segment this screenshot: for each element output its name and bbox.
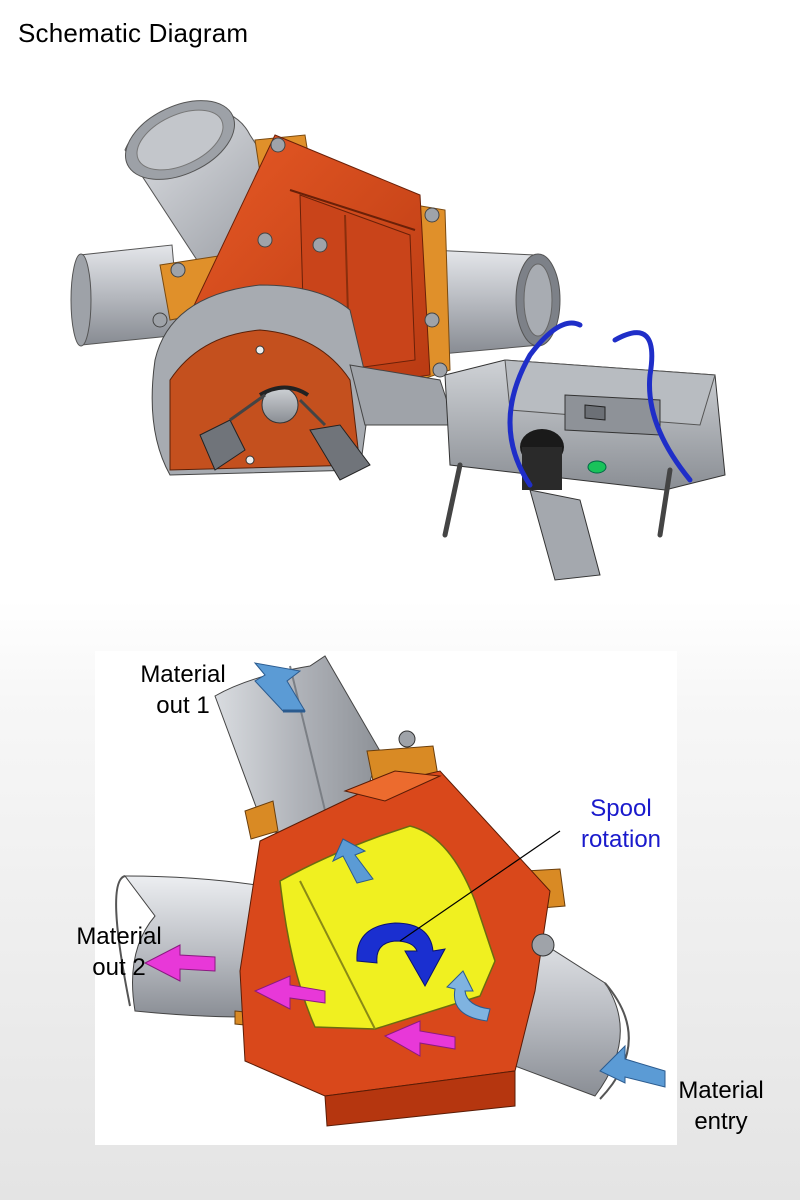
spool-rotation-pointer bbox=[399, 830, 561, 942]
flow-arrow-out-1 bbox=[253, 662, 306, 713]
cutaway-bolt bbox=[531, 933, 555, 957]
label-spool-rotation-line-2: rotation bbox=[580, 826, 662, 853]
bolts bbox=[152, 137, 448, 378]
label-spool-rotation: Spool rotation bbox=[566, 793, 676, 855]
valve-assembly-figure bbox=[60, 95, 760, 595]
right-pipe bbox=[429, 249, 561, 356]
flow-arrow-spool-left bbox=[253, 975, 326, 1010]
flow-arrow-out-2 bbox=[143, 944, 216, 982]
label-material-entry: Material entry bbox=[666, 1075, 776, 1137]
left-pipe bbox=[70, 244, 181, 347]
label-material-out-1: Material out 1 bbox=[128, 659, 238, 721]
label-material-out-1-line-2: out 1 bbox=[156, 692, 210, 719]
limit-switches bbox=[199, 393, 371, 481]
filter-regulator bbox=[520, 429, 601, 581]
cutaway-drawing bbox=[115, 655, 666, 1127]
spool-rotation-arrow bbox=[356, 922, 446, 988]
sensor-rods bbox=[442, 462, 673, 538]
indicator-light bbox=[587, 460, 607, 474]
label-material-entry-line-2: entry bbox=[694, 1108, 748, 1135]
spool-edge bbox=[299, 880, 376, 1030]
valve-assembly-drawing bbox=[70, 100, 726, 581]
label-material-out-2-line-1: Material bbox=[76, 923, 162, 950]
flow-arrow-curved bbox=[446, 970, 491, 1022]
flow-arrow-entry bbox=[599, 1044, 666, 1088]
label-material-entry-line-1: Material bbox=[678, 1077, 764, 1104]
label-material-out-1-line-1: Material bbox=[140, 661, 226, 688]
flow-arrow-up-spool bbox=[331, 838, 374, 884]
cutaway-top-bolt bbox=[398, 730, 416, 748]
cutaway-figure bbox=[95, 651, 677, 1145]
flow-arrow-spool-right bbox=[383, 1020, 456, 1057]
air-hoses bbox=[507, 320, 693, 488]
label-material-out-2-line-2: out 2 bbox=[92, 954, 146, 981]
label-material-out-2: Material out 2 bbox=[64, 921, 174, 983]
page-title: Schematic Diagram bbox=[18, 18, 249, 48]
label-spool-rotation-line-1: Spool bbox=[590, 795, 652, 822]
